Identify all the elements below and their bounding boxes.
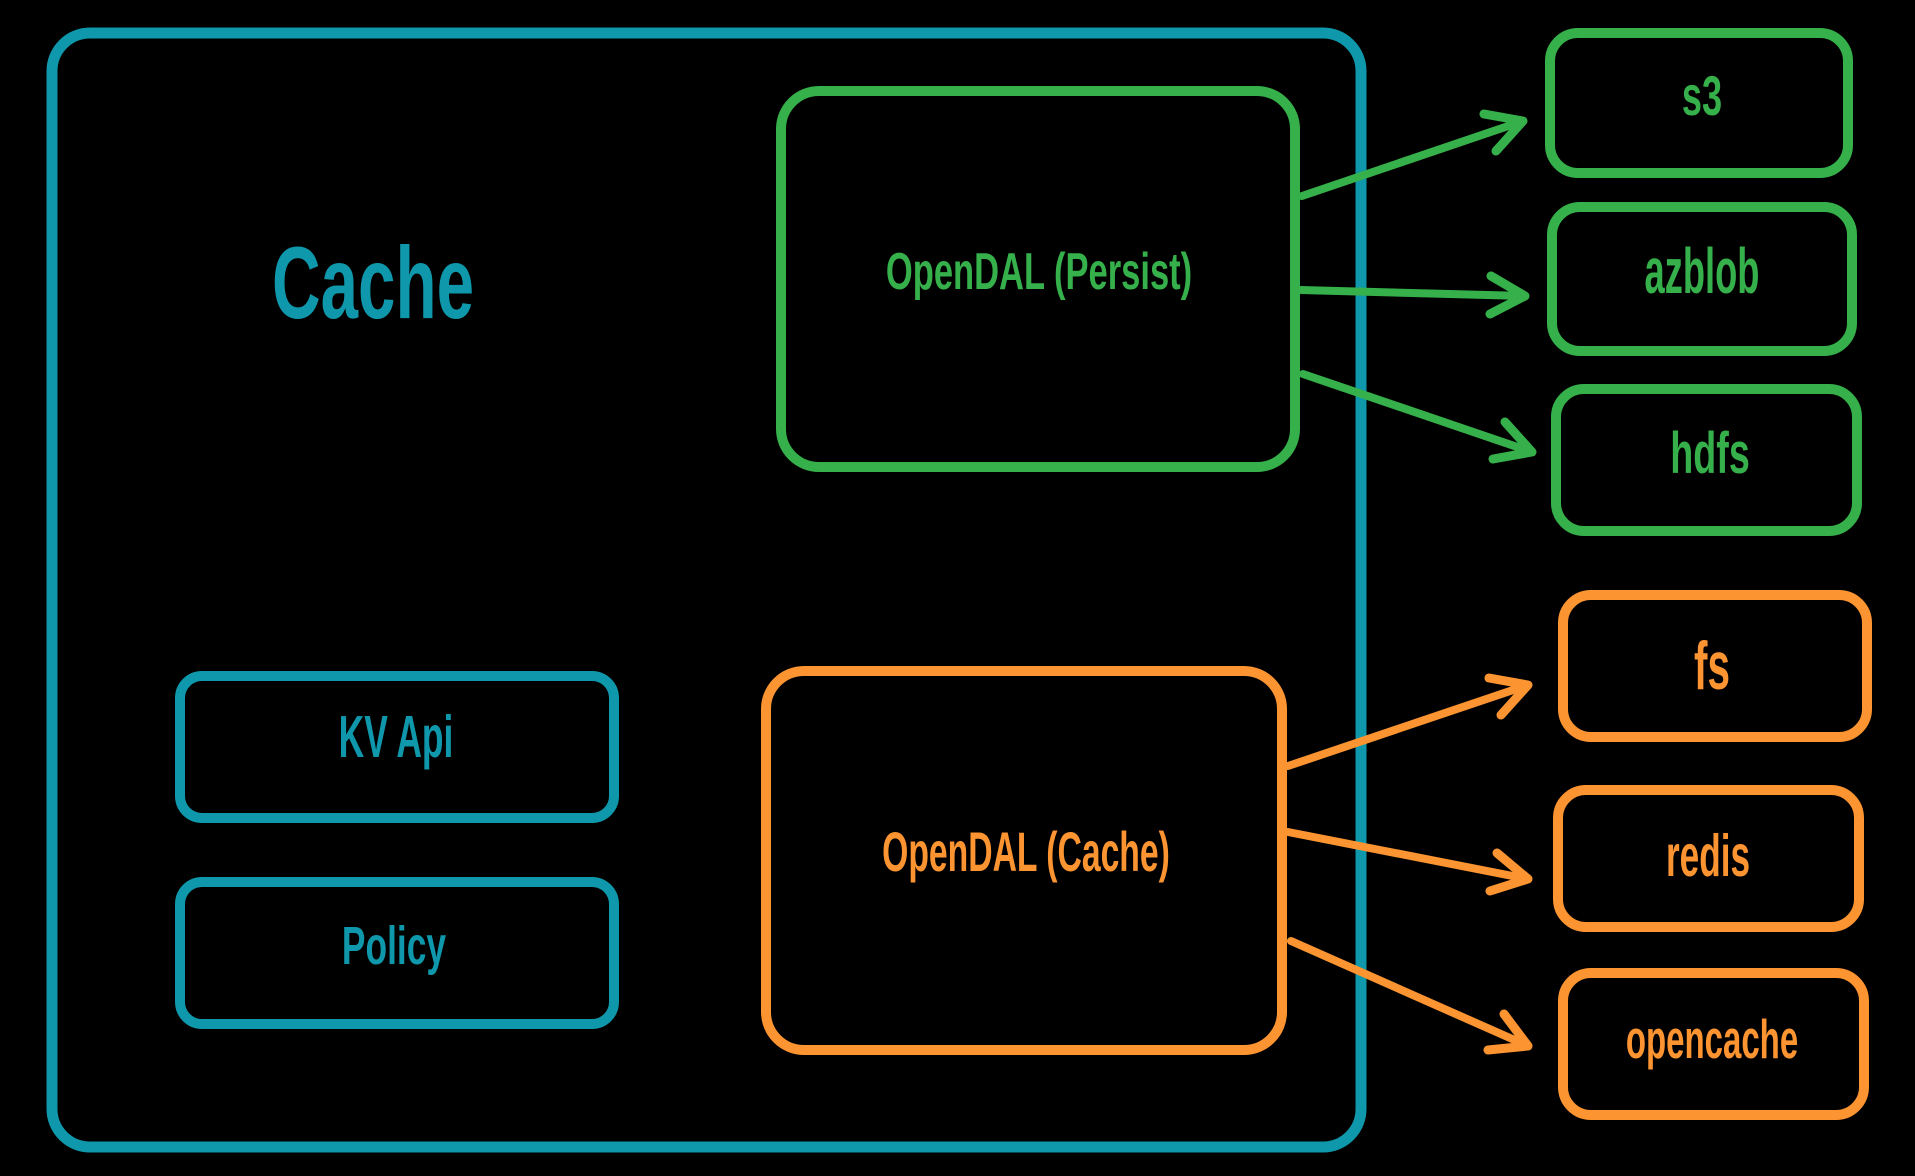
svg-text:hdfs: hdfs	[1670, 422, 1750, 486]
svg-text:KV Api: KV Api	[339, 705, 454, 770]
svg-text:OpenDAL (Persist): OpenDAL (Persist)	[886, 243, 1192, 301]
svg-text:s3: s3	[1682, 64, 1722, 127]
svg-text:Policy: Policy	[342, 915, 447, 975]
svg-text:Cache: Cache	[272, 227, 474, 340]
svg-text:azblob: azblob	[1645, 236, 1760, 307]
svg-text:opencache: opencache	[1626, 1008, 1798, 1070]
svg-text:OpenDAL (Cache): OpenDAL (Cache)	[882, 820, 1170, 883]
svg-text:redis: redis	[1666, 824, 1750, 890]
svg-text:fs: fs	[1694, 627, 1730, 704]
